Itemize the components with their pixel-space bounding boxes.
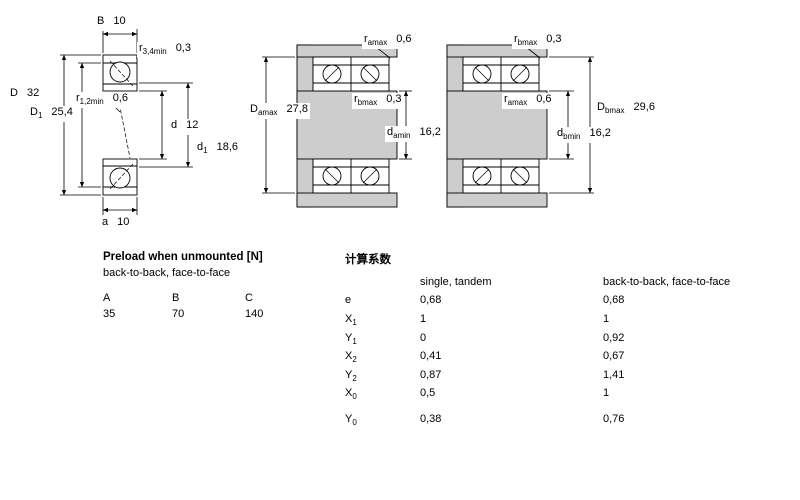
factors-row-x0: X0 0,5 1 [345,386,800,405]
calculation-factors-table: 计算系数 single, tandem back-to-back, face-t… [345,251,800,431]
preload-grid: A B C 35 70 140 [103,292,325,320]
arrangement-figure-1 [296,44,398,208]
preload-col-header-c: C [245,292,253,304]
factors-header-row: single, tandem back-to-back, face-to-fac… [345,275,800,290]
factor-value: 0,87 [420,368,442,381]
preload-title: Preload when unmounted [N] [103,251,263,263]
factors-row-e: e 0,68 0,68 [345,293,800,312]
arrangement-figure-2 [446,44,548,208]
factor-value: 0,41 [420,350,442,363]
factors-col2-header: back-to-back, face-to-face [603,276,731,288]
factors-row-x2: X2 0,41 0,67 [345,349,800,368]
preload-subtitle: back-to-back, face-to-face [103,267,231,279]
factor-value: 0,68 [420,294,442,307]
factor-value: 0,68 [603,294,625,307]
preload-table: Preload when unmounted [N] back-to-back,… [103,251,325,320]
factors-row-y2: Y2 0,87 1,41 [345,368,800,387]
factor-value: 1 [603,313,610,325]
factor-value: 0,76 [603,412,625,425]
factor-value: 0 [420,331,427,344]
left-bearing-section [102,54,138,196]
factors-row-x1: X1 1 1 [345,312,800,331]
factor-value: 1 [420,313,427,325]
factor-value: 1 [603,387,610,400]
spacer-cell [345,275,420,290]
factor-value: 0,38 [420,412,442,425]
factor-value: 0,92 [603,331,625,344]
preload-value-b: 70 [172,308,185,320]
factor-value: 1,41 [603,368,625,381]
factor-value: 0,5 [420,387,436,400]
factors-row-y1: Y1 0 0,92 [345,331,800,350]
factors-col1-header: single, tandem [420,276,492,288]
arrangement-1-dimension-lines [262,46,412,194]
preload-col-header-a: A [103,292,111,304]
preload-col-header-b: B [172,292,180,304]
preload-value-a: 35 [103,308,116,320]
factors-row-y0: Y0 0,38 0,76 [345,412,800,431]
factor-value: 0,67 [603,350,625,363]
preload-value-c: 140 [245,308,264,320]
factors-title: 计算系数 [345,254,391,266]
